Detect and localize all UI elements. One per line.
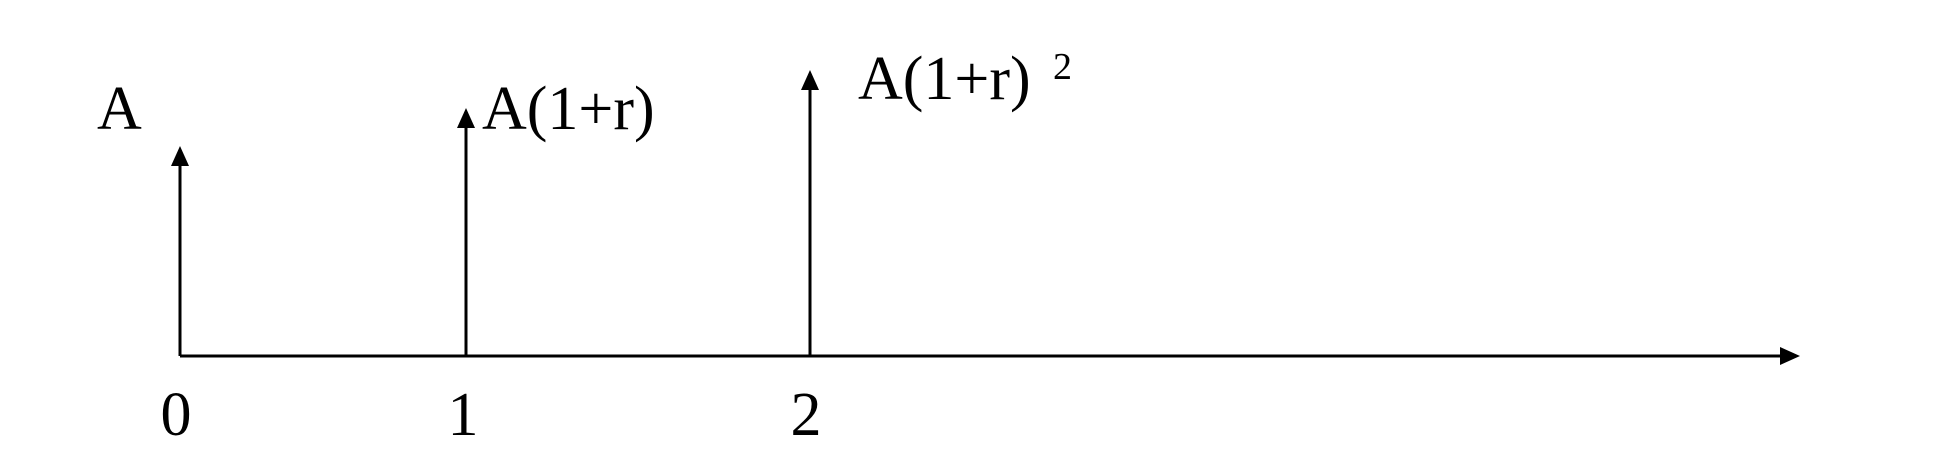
tick-label-2: 2 [791,381,822,449]
cash-flow-arrowhead-1 [457,108,475,128]
cash-flow-arrowhead-2 [801,70,819,90]
cash-flow-arrow-period-0: A [97,75,189,356]
cash-flow-label-2: A(1+r) [858,45,1031,113]
time-axis-arrowhead [1780,347,1800,365]
cash-flow-arrowhead-0 [171,146,189,166]
cash-flow-label-1: A(1+r) [482,75,655,143]
cash-flow-arrow-period-1: A(1+r) [457,75,655,356]
cash-flow-label-0: A [97,75,142,143]
cash-flow-label-2-exponent: 2 [1053,46,1072,88]
time-axis-tick-labels: 0 1 2 [161,381,822,449]
tick-label-1: 1 [448,381,479,449]
time-axis [180,347,1800,365]
tick-label-0: 0 [161,381,192,449]
cash-flow-arrow-period-2: A(1+r) 2 [801,45,1072,356]
